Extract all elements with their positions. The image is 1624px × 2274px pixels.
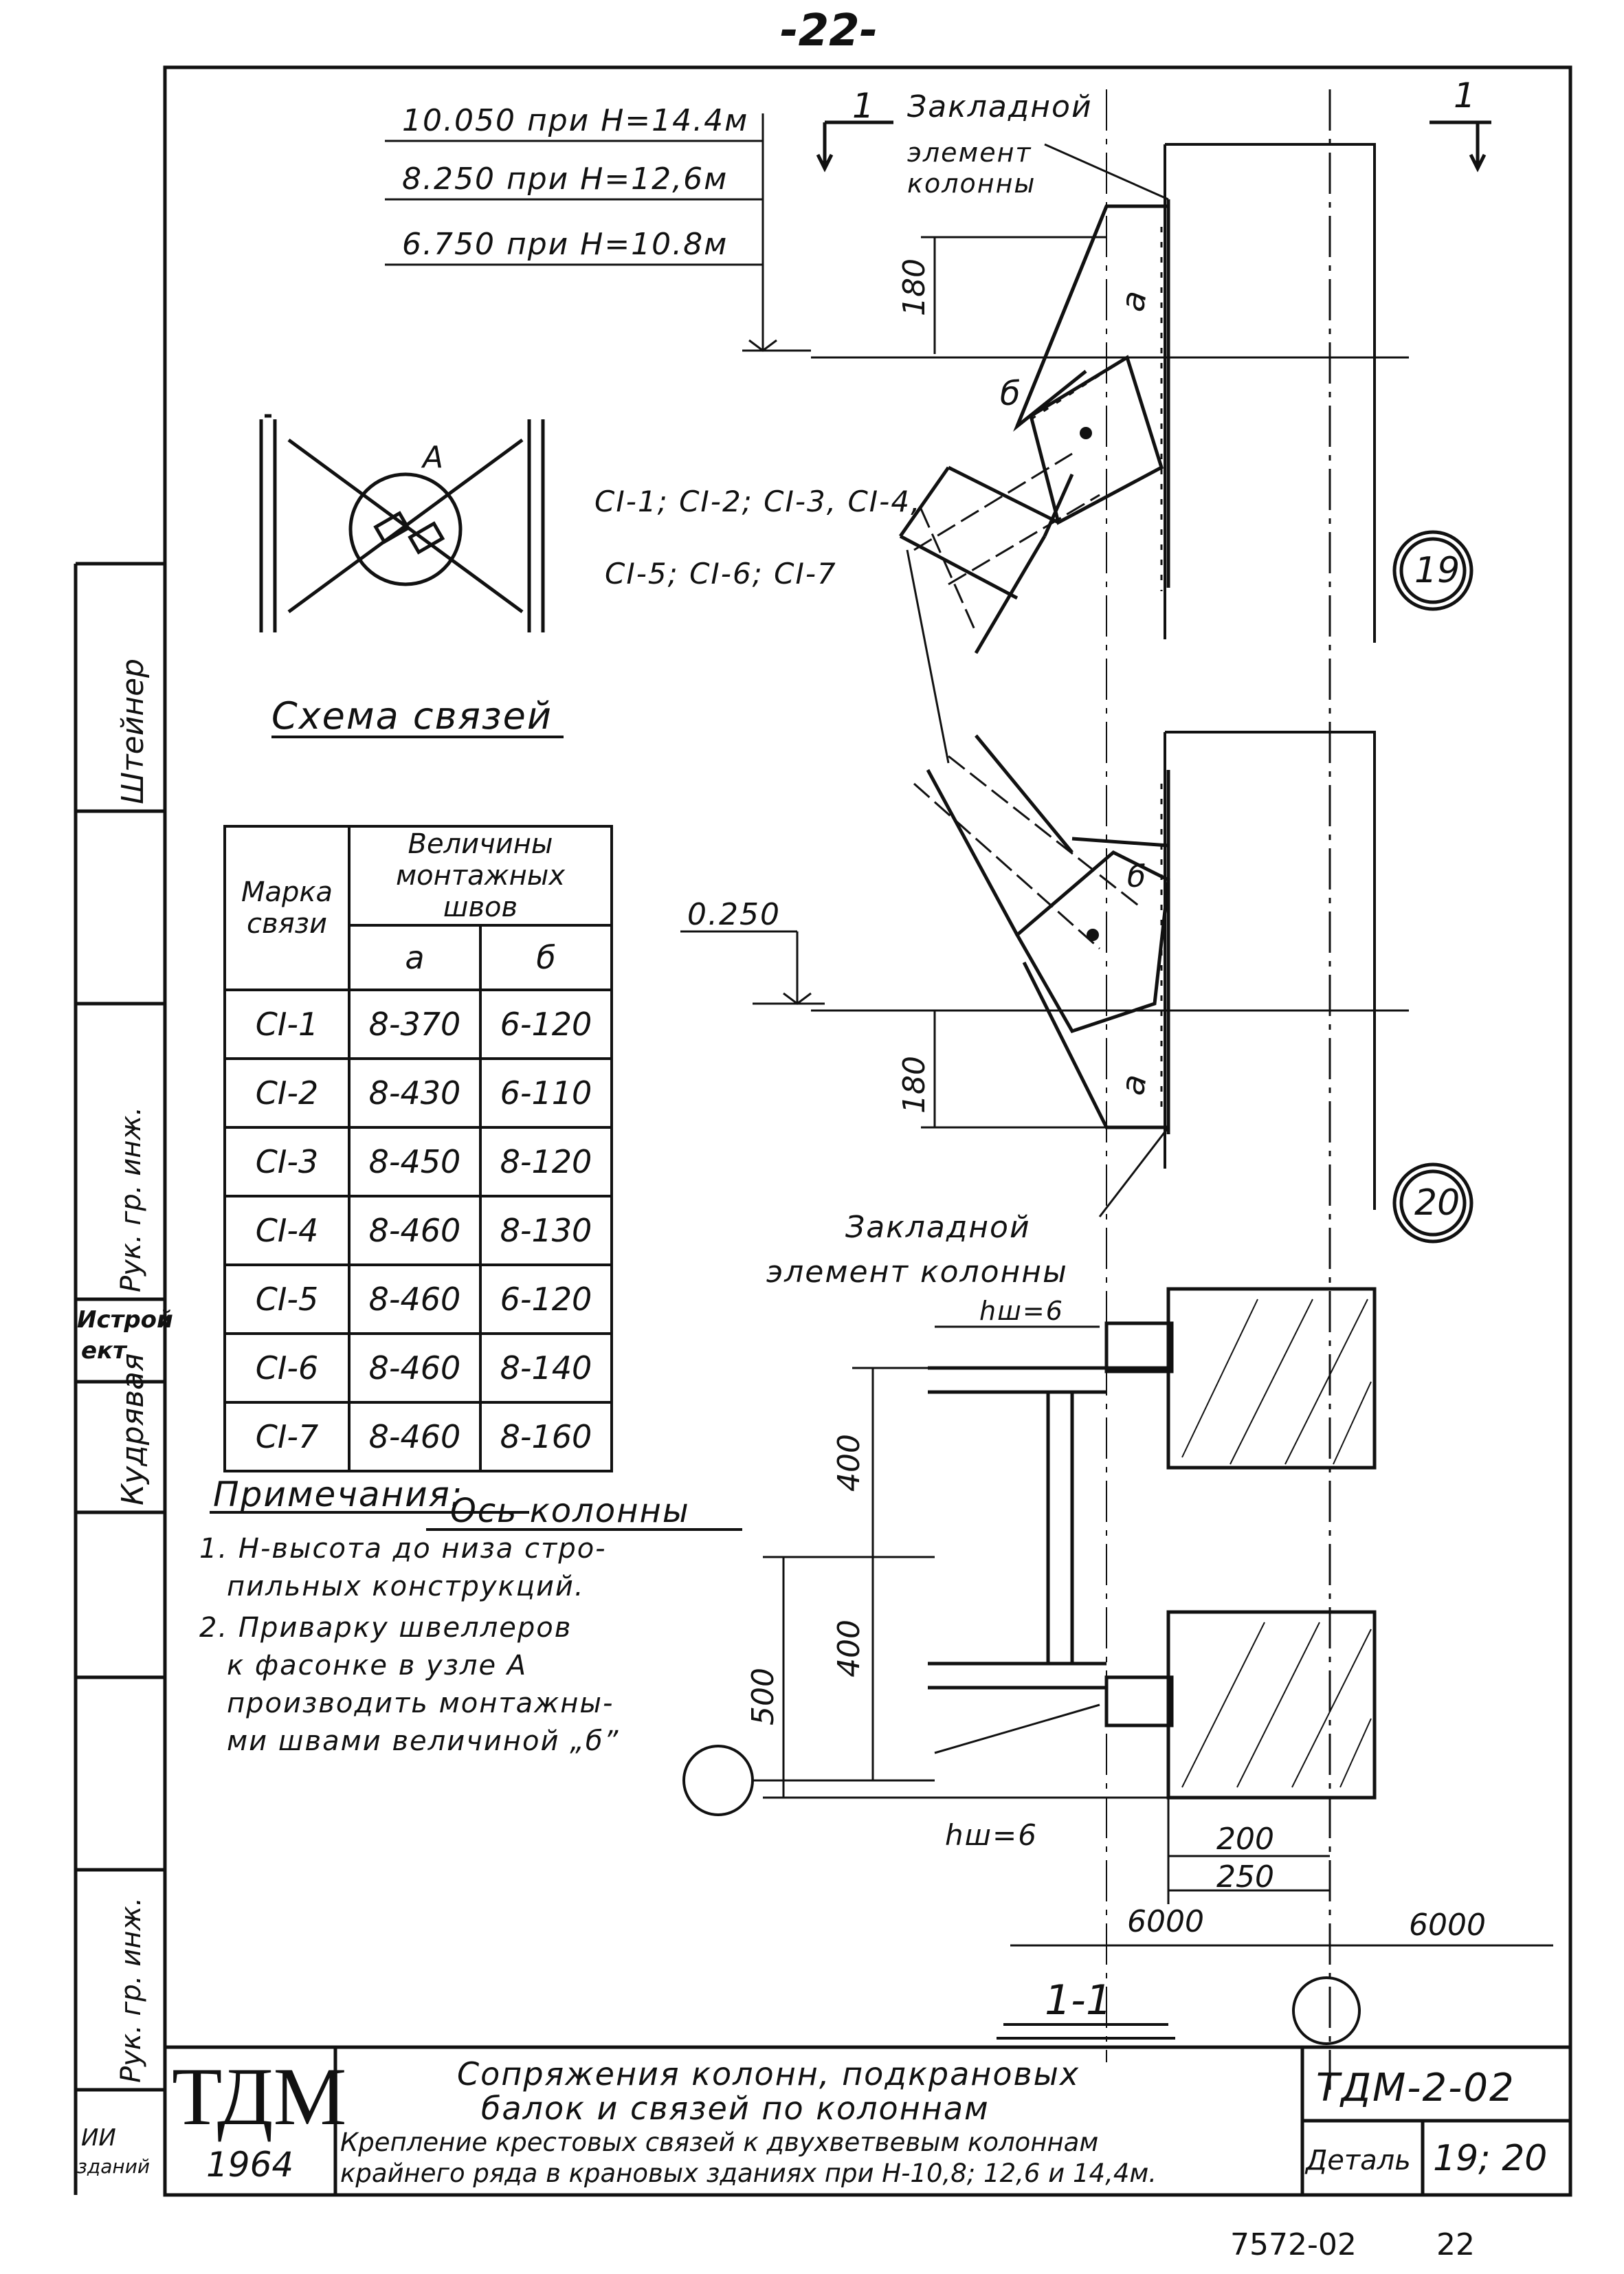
note-line: производить монтажны- [227,1688,614,1719]
row-b: 8-120 [479,1126,613,1197]
embedded-label-top-2: элемент [907,137,1032,168]
bracing-marks-line-1: СI-1; СI-2; СI-3, СI-4, [594,485,922,518]
side-strip-text: Кудрявая [115,1353,151,1505]
detail-value: 19; 20 [1433,2138,1548,2179]
detail-19: 19 [1414,550,1460,591]
table-row: СI-5 8-460 6-120 [223,1263,613,1335]
embedded-label-top-3: колонны [907,168,1036,199]
year: 1964 [206,2145,294,2185]
table-row: СI-1 8-370 6-120 [223,989,613,1060]
note-line: ми швами величиной „б” [227,1725,620,1757]
row-mark: СI-6 [223,1332,351,1404]
row-a: 8-460 [348,1401,482,1472]
node-a-label: А [423,440,444,475]
drawing-title-2: балок и связей по колоннам [481,2090,990,2127]
detail-label: Деталь [1306,2145,1411,2176]
table-header-a: а [348,924,482,991]
elevation-2: 8.250 при H=12,6м [402,162,728,197]
dim-180-bottom: 180 [897,1056,932,1114]
side-strip-small: Истрой [77,1306,173,1334]
notes-title: Примечания: [213,1475,464,1514]
drawing-subtitle-2: крайнего ряда в крановых зданиях при H-1… [340,2159,1157,2188]
embedded-label-bottom-2: элемент колонны [766,1255,1068,1290]
table-header-mark: Марка связи [223,825,351,991]
table-row: СI-6 8-460 8-140 [223,1332,613,1404]
row-b: 8-140 [479,1332,613,1404]
dim-6000-right: 6000 [1409,1908,1486,1943]
drawing-code: ТДМ-2-02 [1316,2066,1515,2110]
table-row: СI-4 8-460 8-130 [223,1195,613,1266]
hw-bottom-label: hш=6 [945,1818,1038,1852]
row-mark: СI-3 [223,1126,351,1197]
footer-code: 7572-02 [1230,2227,1357,2262]
row-a: 8-370 [348,989,482,1060]
table-row: СI-2 8-430 6-110 [223,1057,613,1129]
hw-top-label: hш=6 [979,1296,1064,1326]
schema-title: Схема связей [271,694,553,738]
elevation-3: 6.750 при H=10.8м [402,227,728,262]
row-b: 8-160 [479,1401,613,1472]
dim-250: 250 [1216,1859,1274,1895]
page-number: -22- [780,5,878,56]
dim-400-bottom: 400 [832,1620,867,1677]
side-strip-small: зданий [77,2155,151,2178]
row-b: 8-130 [479,1195,613,1266]
org-logo: ТДМ [172,2051,347,2142]
dim-6000-left: 6000 [1127,1904,1204,1939]
side-strip-small: ИИ [81,2124,116,2152]
row-a: 8-460 [348,1263,482,1335]
table-header-values: Величины монтажных швов [348,825,613,927]
row-mark: СI-4 [223,1195,351,1266]
bracing-marks-line-2: СI-5; СI-6; СI-7 [605,557,837,590]
elevation-1: 10.050 при H=14.4м [402,103,749,138]
table-row: СI-3 8-450 8-120 [223,1126,613,1197]
row-b: 6-110 [479,1057,613,1129]
side-strip-text: Рук. гр. инж. [115,1897,147,2083]
side-strip-small: ект [81,1337,126,1365]
dim-180-top: 180 [897,258,932,316]
weld-seams-table: Марка связи Величины монтажных швов а б … [223,825,613,1472]
side-strip-text: Рук. гр. инж. [115,1106,147,1292]
note-line: к фасонке в узле А [227,1650,528,1681]
dim-500: 500 [746,1668,781,1725]
row-mark: СI-2 [223,1057,351,1129]
embedded-label-bottom-1: Закладной [845,1210,1031,1245]
row-b: 6-120 [479,1263,613,1335]
note-line: пильных конструкций. [227,1571,585,1602]
table-header-b: б [479,924,613,991]
column-axis-label: Ось колонны [450,1492,690,1530]
row-a: 8-450 [348,1126,482,1197]
weld-b-upper: б [1000,375,1021,413]
section-title: 1-1 [1045,1976,1112,2024]
note-line: 2. Приварку швеллеров [199,1612,572,1644]
embedded-label-top-1: Закладной [907,89,1093,124]
row-a: 8-460 [348,1195,482,1266]
side-strip-text: Штейнер [115,658,151,804]
row-mark: СI-1 [223,989,351,1060]
section-mark-right: 1 [1454,76,1476,115]
elevation-low: 0.250 [687,897,781,932]
dim-400-top: 400 [832,1434,867,1492]
dim-200: 200 [1216,1822,1274,1857]
row-a: 8-460 [348,1332,482,1404]
section-mark-left: 1 [852,86,874,126]
detail-20: 20 [1414,1182,1460,1224]
row-a: 8-430 [348,1057,482,1129]
row-mark: СI-7 [223,1401,351,1472]
drawing-subtitle-1: Крепление крестовых связей к двухветвевы… [340,2128,1099,2157]
weld-b-lower: б [1127,859,1146,894]
sheet-frame [163,65,1572,2197]
drawing-title-1: Сопряжения колонн, подкрановых [457,2055,1080,2093]
row-mark: СI-5 [223,1263,351,1335]
footer-page: 22 [1436,2227,1475,2262]
row-b: 6-120 [479,989,613,1060]
table-row: СI-7 8-460 8-160 [223,1401,613,1472]
note-line: 1. H-высота до низа стро- [199,1533,607,1565]
